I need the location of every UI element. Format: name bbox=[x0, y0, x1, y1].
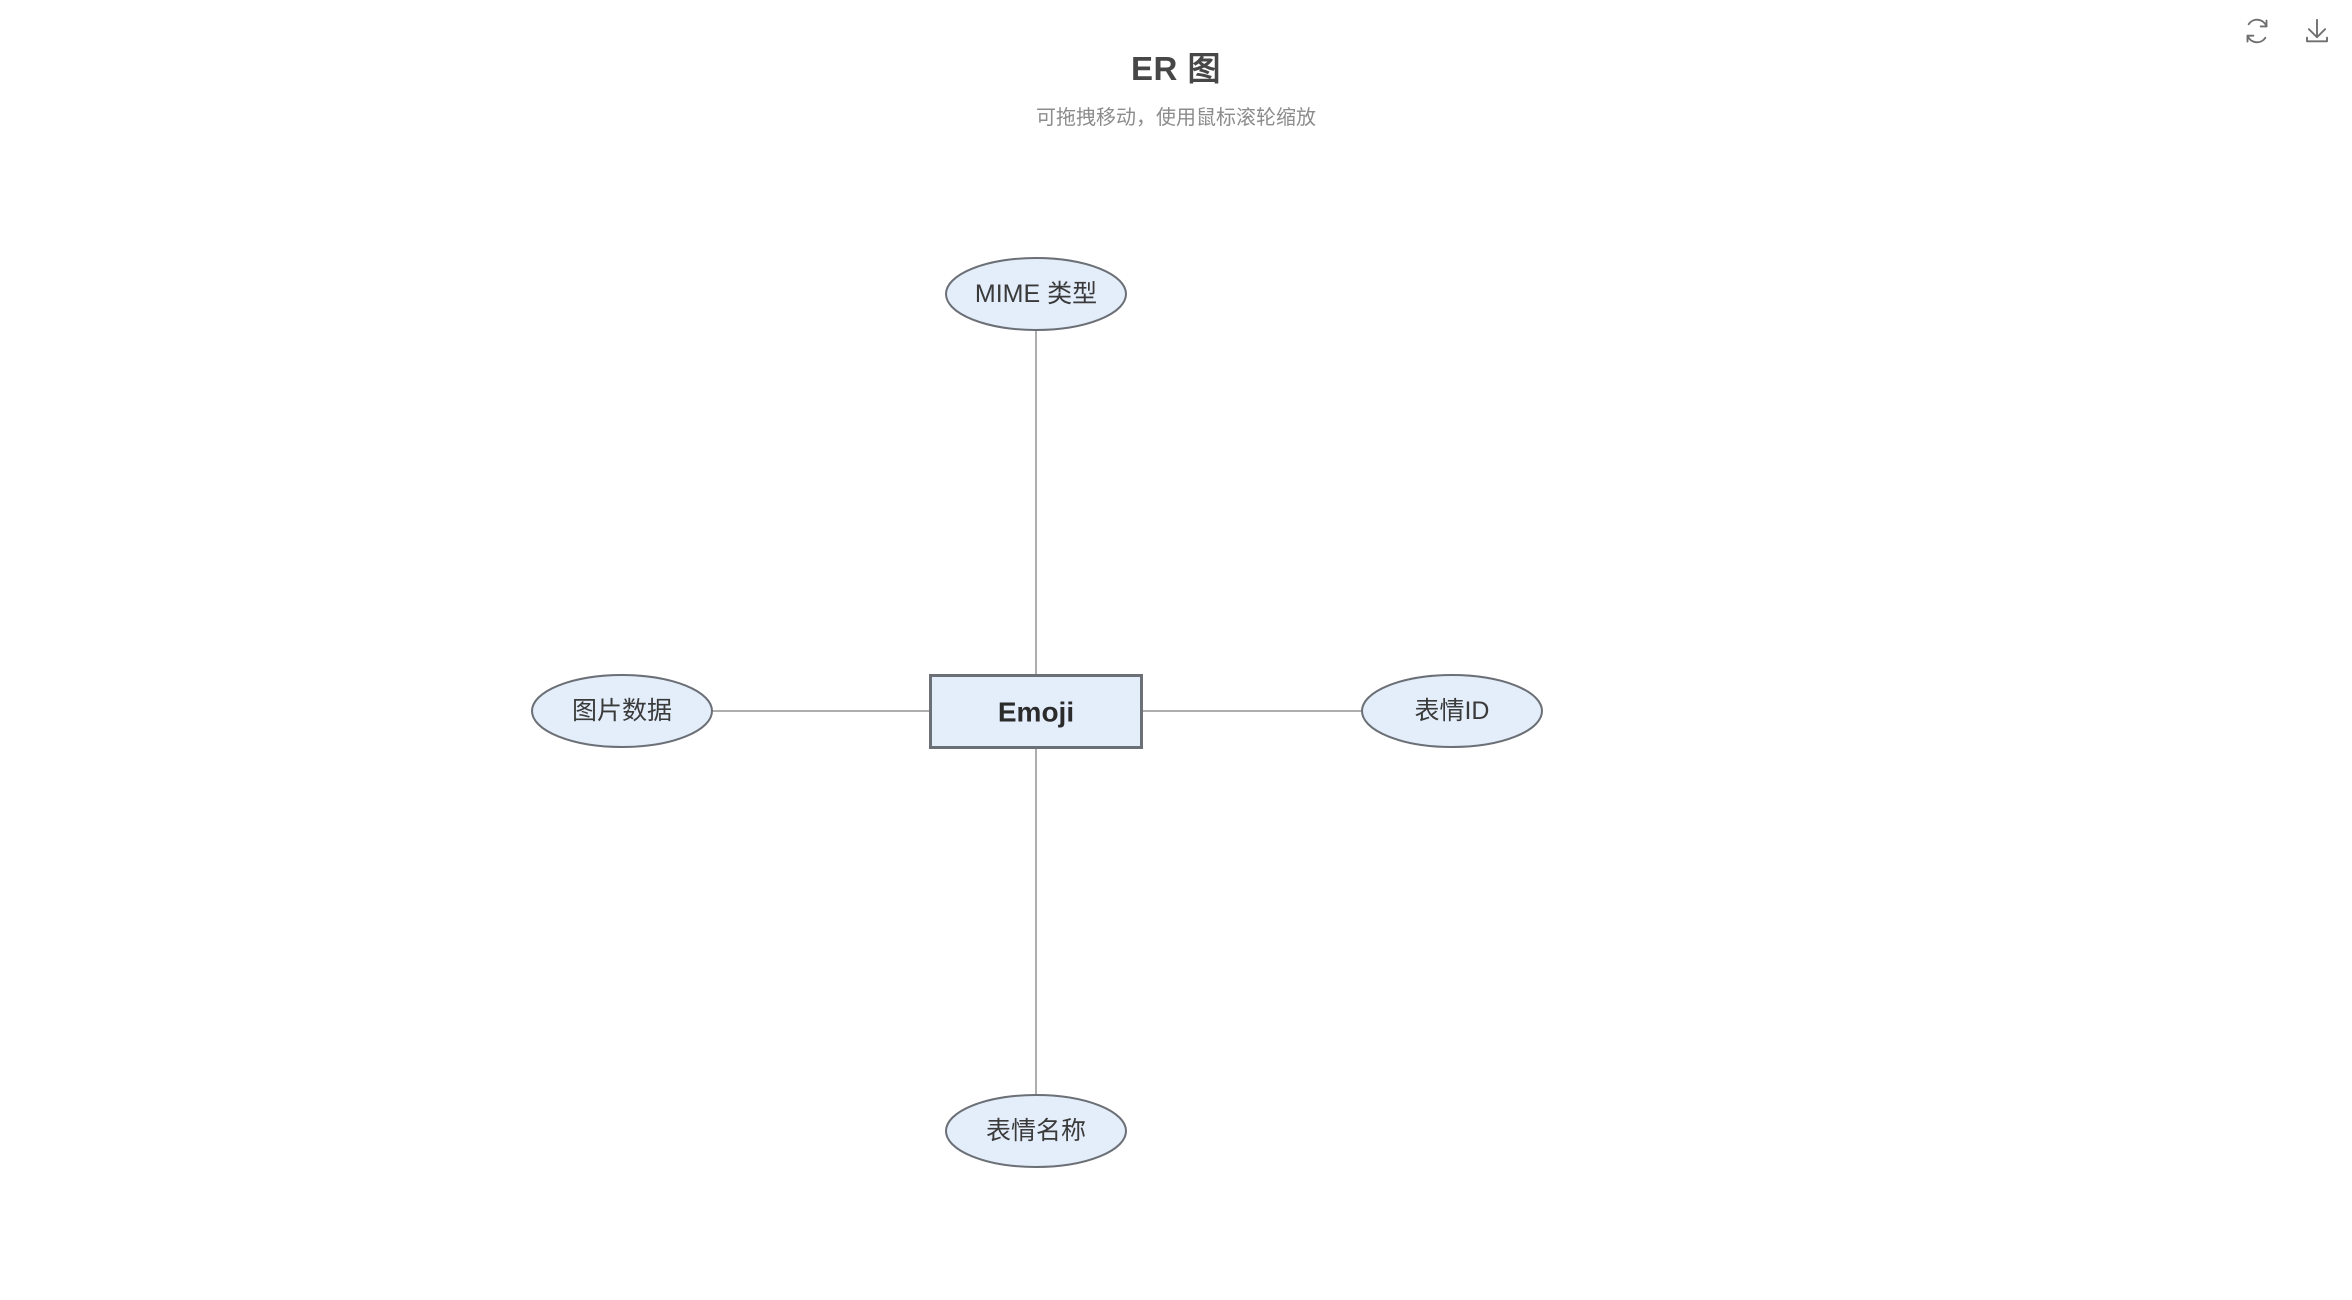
er-diagram-svg[interactable]: MIME 类型 图片数据 表情ID 表情名称 Emoji bbox=[0, 150, 2352, 1300]
node-label: 图片数据 bbox=[572, 697, 672, 725]
page-header: ER 图 可拖拽移动，使用鼠标滚轮缩放 bbox=[0, 0, 2352, 150]
page-title: ER 图 bbox=[1130, 50, 1221, 87]
page-subtitle-hint: 可拖拽移动，使用鼠标滚轮缩放 bbox=[1036, 107, 1316, 129]
node-attribute-mime-type[interactable]: MIME 类型 bbox=[945, 257, 1127, 331]
node-label: 表情ID bbox=[1414, 697, 1489, 725]
toolbar bbox=[2240, 14, 2334, 48]
node-entity-emoji[interactable]: Emoji bbox=[929, 674, 1143, 749]
download-button[interactable] bbox=[2300, 14, 2334, 48]
diagram-canvas[interactable]: MIME 类型 图片数据 表情ID 表情名称 Emoji bbox=[0, 150, 2352, 1300]
node-attribute-emoji-id[interactable]: 表情ID bbox=[1361, 674, 1543, 748]
ellipse-shape bbox=[945, 257, 1127, 331]
node-label: 表情名称 bbox=[986, 1117, 1086, 1145]
refresh-icon bbox=[2242, 16, 2272, 46]
rectangle-shape bbox=[929, 674, 1143, 749]
edge-group bbox=[712, 330, 1362, 1095]
node-attribute-image-data[interactable]: 图片数据 bbox=[531, 674, 713, 748]
download-icon bbox=[2302, 16, 2332, 46]
node-label: MIME 类型 bbox=[975, 280, 1097, 308]
ellipse-shape bbox=[531, 674, 713, 748]
node-attribute-emoji-name[interactable]: 表情名称 bbox=[945, 1094, 1127, 1168]
reset-view-button[interactable] bbox=[2240, 14, 2274, 48]
node-label: Emoji bbox=[998, 697, 1074, 728]
ellipse-shape bbox=[945, 1094, 1127, 1168]
ellipse-shape bbox=[1361, 674, 1543, 748]
